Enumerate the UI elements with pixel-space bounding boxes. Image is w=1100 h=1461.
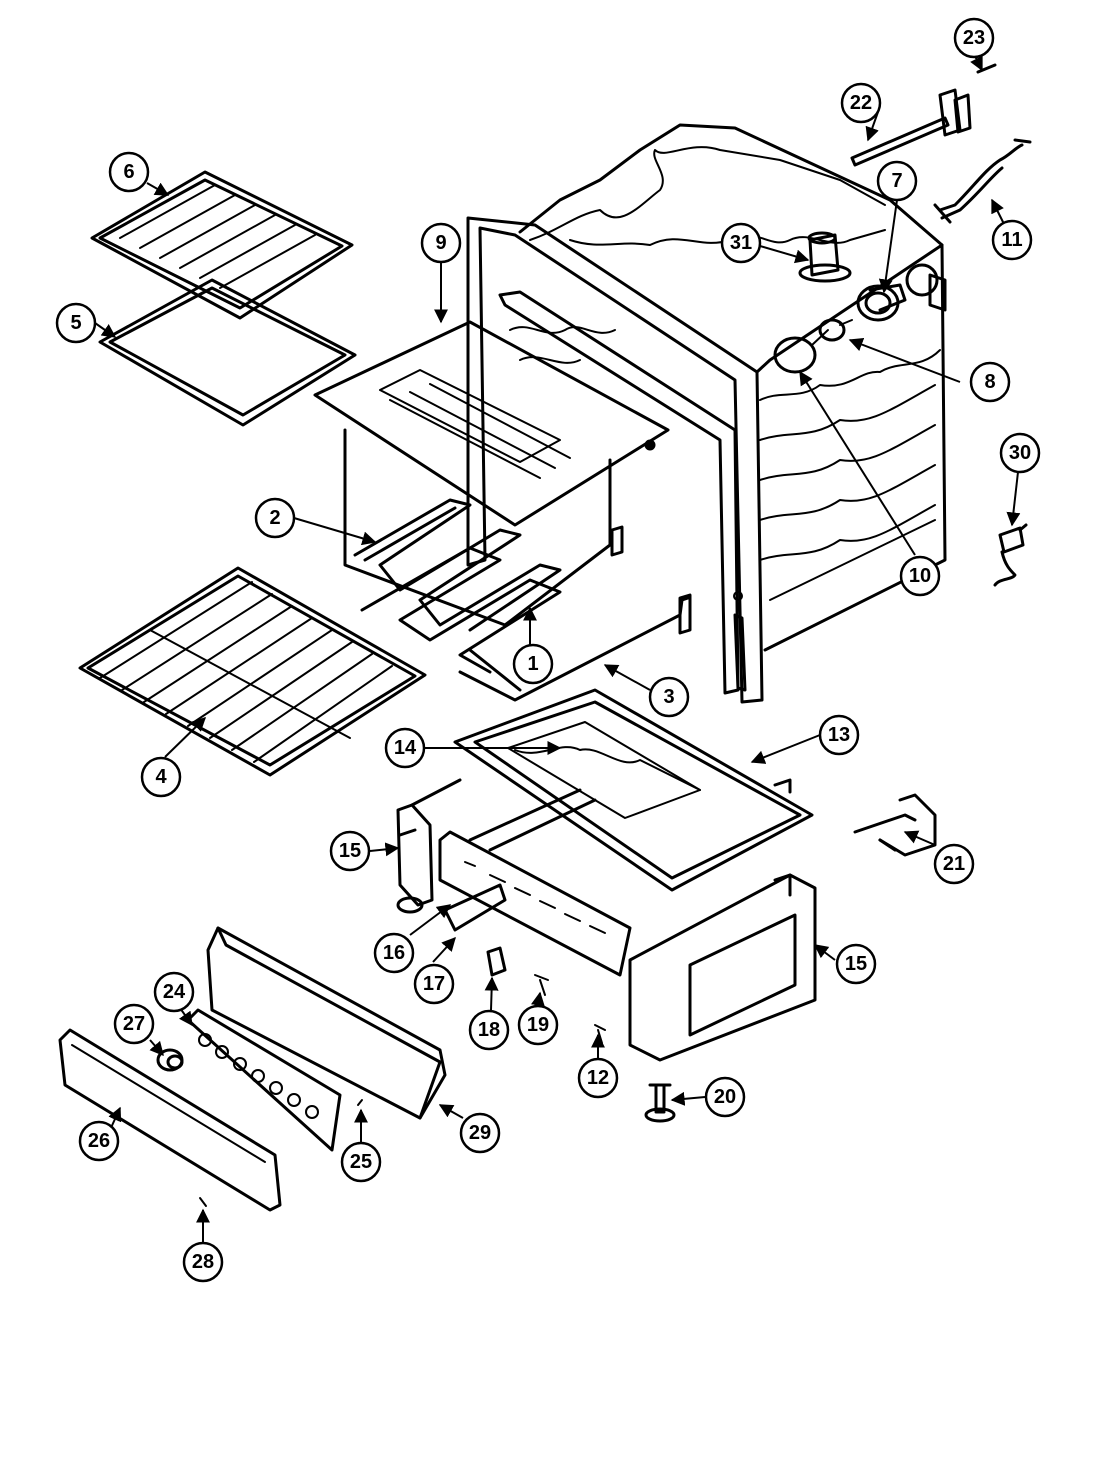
callout-28: 28 (182, 1241, 224, 1283)
callout-1: 1 (512, 643, 554, 685)
callout-28-label: 28 (192, 1251, 214, 1273)
temperature-sensor (850, 63, 997, 167)
callout-11-label: 11 (1001, 229, 1022, 251)
callout-26-label: 26 (88, 1130, 110, 1152)
callout-16-label: 16 (383, 942, 405, 964)
callout-7-label: 7 (891, 170, 902, 192)
callout-18: 18 (468, 1009, 510, 1051)
oven-body (466, 123, 947, 704)
callout-9: 9 (420, 222, 462, 264)
callout-25: 25 (340, 1141, 382, 1183)
callout-13-label: 13 (828, 724, 850, 746)
callout-31: 31 (720, 222, 762, 264)
callout-5: 5 (55, 302, 97, 344)
callout-29-label: 29 (469, 1122, 491, 1144)
callout-17-label: 17 (423, 973, 445, 995)
callout-22: 22 (840, 82, 882, 124)
broil-shield (313, 320, 670, 627)
callout-11: 11 (991, 219, 1033, 261)
callout-19-label: 19 (527, 1014, 549, 1036)
callout-26: 26 (78, 1120, 120, 1162)
callout-1-label: 1 (527, 653, 538, 675)
bake-element (360, 546, 692, 702)
callout-3-label: 3 (663, 686, 674, 708)
callout-27: 27 (113, 1003, 155, 1045)
callout-8: 8 (969, 361, 1011, 403)
callout-4: 4 (140, 756, 182, 798)
callout-24-label: 24 (163, 981, 186, 1003)
broiler-pan (98, 278, 357, 427)
callout-25-label: 25 (350, 1151, 372, 1173)
callout-15-left: 15 (329, 830, 371, 872)
front-rail (438, 788, 632, 977)
broiler-pan-grill (90, 170, 354, 320)
control-trim (58, 1028, 282, 1212)
callout-16: 16 (373, 932, 415, 974)
callout-4-label: 4 (155, 766, 167, 788)
callout-14-label: 14 (394, 737, 417, 759)
callout-3: 3 (648, 676, 690, 718)
power-cord (993, 523, 1028, 587)
callout-10: 10 (899, 555, 941, 597)
anti-tip-bracket (853, 793, 937, 857)
callout-9-label: 9 (435, 232, 446, 254)
callout-23-label: 23 (963, 27, 985, 49)
callout-6-label: 6 (123, 161, 134, 183)
leader-lines (94, 55, 1021, 1245)
right-side-bracket (628, 873, 817, 1062)
callout-30-label: 30 (1009, 442, 1031, 464)
callout-21-label: 21 (943, 853, 965, 875)
callout-15-right: 15 (835, 943, 877, 985)
control-knob (156, 1048, 184, 1072)
callout-23: 23 (953, 17, 995, 59)
callout-19: 19 (517, 1004, 559, 1046)
vent-fitting (798, 231, 852, 283)
callout-27-label: 27 (123, 1013, 145, 1035)
callout-22-label: 22 (850, 92, 872, 114)
callout-20: 20 (704, 1076, 746, 1118)
callout-2: 2 (254, 497, 296, 539)
callout-12-label: 12 (587, 1067, 609, 1089)
callout-15-right-label: 15 (845, 953, 867, 975)
control-panel (186, 1008, 342, 1152)
callout-20-label: 20 (714, 1086, 736, 1108)
callout-6: 6 (108, 151, 150, 193)
callout-8-label: 8 (984, 371, 995, 393)
callout-14: 14 (384, 727, 426, 769)
oven-bottom (453, 688, 814, 892)
oven-light-assembly (773, 263, 939, 374)
callout-31-label: 31 (730, 232, 752, 254)
broil-element (353, 498, 562, 632)
callout-15-left-label: 15 (339, 840, 361, 862)
callout-5-label: 5 (70, 312, 81, 334)
callout-12: 12 (577, 1057, 619, 1099)
callout-30: 30 (999, 432, 1041, 474)
callout-7: 7 (876, 160, 918, 202)
callout-24: 24 (153, 971, 195, 1013)
callout-18-label: 18 (478, 1019, 500, 1041)
wire-harness (933, 138, 1032, 224)
callout-17: 17 (413, 963, 455, 1005)
callout-29: 29 (459, 1112, 501, 1154)
left-leg-bracket (396, 778, 462, 914)
control-panel-backing (206, 926, 447, 1120)
callout-21: 21 (933, 843, 975, 885)
callout-10-label: 10 (909, 565, 931, 587)
oven-rack (78, 566, 427, 777)
callout-2-label: 2 (269, 507, 280, 529)
callout-13: 13 (818, 714, 860, 756)
